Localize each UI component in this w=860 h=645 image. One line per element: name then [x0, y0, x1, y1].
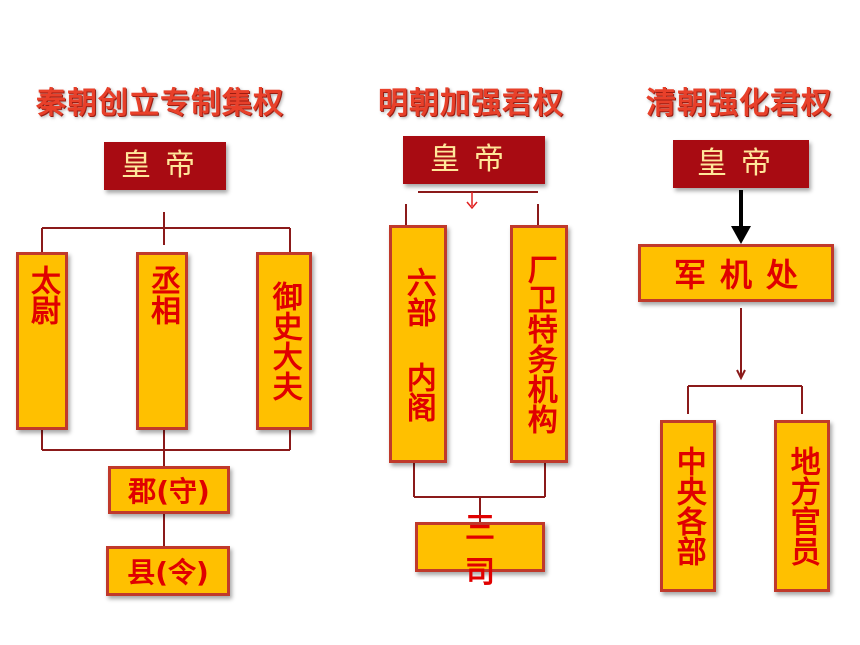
qing-council-arrowhead: [736, 369, 746, 381]
qing-connectors: [687, 308, 803, 414]
ming-emperor-box: 皇帝: [403, 136, 545, 184]
qin-office-taiwei: 太尉: [16, 252, 68, 430]
ming-down-arrow: [466, 192, 478, 210]
ming-sansi-box: 三司: [415, 511, 545, 590]
qing-junjichu-box: 军机处: [638, 244, 834, 302]
qing-emperor-box: 皇帝: [673, 140, 809, 188]
qin-emperor-box: 皇帝: [104, 142, 226, 190]
ming-title: 明朝加强君权: [378, 86, 564, 121]
qin-prefecture-box: 郡(守): [108, 466, 230, 514]
qin-county-box: 县(令): [106, 546, 230, 596]
qing-central-ministries-box: 中央各部: [660, 420, 716, 592]
ming-changwei-box: 厂卫特务机构: [510, 225, 568, 463]
ming-liubu-neige-box: 六部 内阁: [389, 225, 447, 463]
qing-bold-arrow: [731, 190, 751, 244]
qin-office-yushidafu: 御史大夫: [256, 252, 312, 430]
qin-title: 秦朝创立专制集权: [36, 86, 284, 121]
qin-office-chengxiang: 丞相: [136, 252, 188, 430]
qing-local-officials-box: 地方官员: [774, 420, 830, 592]
qing-title: 清朝强化君权: [646, 86, 832, 121]
